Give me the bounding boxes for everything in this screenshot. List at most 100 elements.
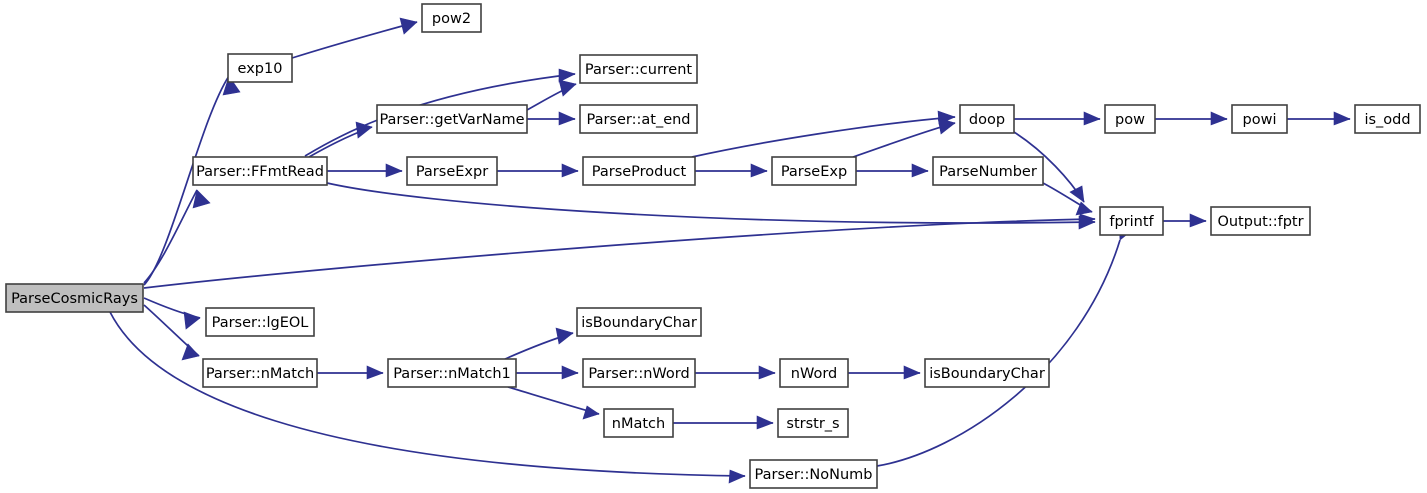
- node-powi[interactable]: powi: [1231, 104, 1288, 134]
- node-box[interactable]: [777, 408, 849, 438]
- node-box[interactable]: [779, 358, 849, 388]
- node-box[interactable]: [387, 358, 517, 388]
- arrowhead-icon: [561, 365, 579, 380]
- edge-nmatch1-to-isboundary1: [504, 327, 574, 360]
- edge-line: [876, 239, 1121, 467]
- node-box[interactable]: [202, 358, 318, 388]
- edge-getvarname-to-at_end: [527, 111, 576, 126]
- node-current[interactable]: Parser::current: [579, 54, 698, 84]
- node-isboundary1[interactable]: isBoundaryChar: [576, 307, 702, 337]
- node-lgeol[interactable]: Parser::lgEOL: [205, 307, 315, 337]
- arrowhead-icon: [558, 68, 576, 83]
- arrowhead-icon: [582, 405, 600, 420]
- node-nmatch[interactable]: nMatch: [603, 408, 674, 438]
- node-box[interactable]: [579, 54, 698, 84]
- edge-exp10-to-pow2: [291, 17, 418, 59]
- arrowhead-icon: [758, 365, 776, 380]
- arrowhead-icon: [561, 163, 579, 178]
- arrowhead-icon: [756, 415, 774, 430]
- edge-parsecosmicrays-to-lgeol: [143, 297, 201, 330]
- node-parseexp[interactable]: ParseExp: [771, 156, 857, 186]
- node-box[interactable]: [579, 104, 698, 134]
- node-ffmtread[interactable]: Parser::FFmtRead: [192, 156, 328, 186]
- node-nonumb[interactable]: Parser::NoNumb: [749, 459, 878, 489]
- arrowhead-icon: [903, 365, 921, 380]
- node-box[interactable]: [1104, 104, 1156, 134]
- edge-parsecosmicrays-to-nmatch_p: [143, 304, 200, 361]
- arrowhead-icon: [385, 163, 403, 178]
- node-box[interactable]: [603, 408, 674, 438]
- node-at_end[interactable]: Parser::at_end: [579, 104, 698, 134]
- edge-parsecosmicrays-to-ffmtread: [143, 189, 211, 284]
- node-strstr_s[interactable]: strstr_s: [777, 408, 849, 438]
- node-box[interactable]: [192, 156, 328, 186]
- node-box[interactable]: [5, 283, 144, 313]
- node-getvarname[interactable]: Parser::getVarName: [376, 104, 528, 134]
- node-nmatch1[interactable]: Parser::nMatch1: [387, 358, 517, 388]
- node-box[interactable]: [582, 358, 696, 388]
- edge-parseexpr-to-parseproduct: [497, 163, 579, 178]
- arrowhead-icon: [1333, 111, 1351, 126]
- node-box[interactable]: [959, 104, 1015, 134]
- edge-nword_p-to-nword: [695, 365, 776, 380]
- node-nmatch_p[interactable]: Parser::nMatch: [202, 358, 318, 388]
- node-box[interactable]: [924, 358, 1050, 388]
- node-pow[interactable]: pow: [1104, 104, 1156, 134]
- node-box[interactable]: [1231, 104, 1288, 134]
- node-fprintf[interactable]: fprintf: [1099, 206, 1164, 236]
- edge-getvarname-to-current: [526, 79, 577, 111]
- arrowhead-icon: [192, 189, 211, 209]
- edge-parseexp-to-doop: [852, 117, 956, 158]
- arrowhead-icon: [366, 365, 384, 380]
- edge-line: [143, 218, 1096, 289]
- arrowhead-icon: [1075, 201, 1093, 216]
- node-box[interactable]: [749, 459, 878, 489]
- node-box[interactable]: [1354, 104, 1421, 134]
- node-nword[interactable]: nWord: [779, 358, 849, 388]
- edge-powi-to-is_odd: [1287, 111, 1351, 126]
- edge-ffmtread-to-parseexpr: [327, 163, 403, 178]
- node-isboundary2[interactable]: isBoundaryChar: [924, 358, 1050, 388]
- edge-parsenumber-to-fprintf: [1042, 182, 1093, 216]
- edge-nonumb-to-fprintf: [876, 222, 1131, 467]
- edge-nword-to-isboundary2: [848, 365, 921, 380]
- arrowhead-icon: [181, 343, 200, 361]
- node-box[interactable]: [227, 53, 293, 83]
- node-outputfptr[interactable]: Output::fptr: [1210, 206, 1311, 236]
- node-box[interactable]: [376, 104, 528, 134]
- node-box[interactable]: [932, 156, 1044, 186]
- node-exp10[interactable]: exp10: [227, 53, 293, 83]
- edge-nmatch_p-to-nmatch1: [317, 365, 384, 380]
- node-box[interactable]: [582, 156, 696, 186]
- node-box[interactable]: [421, 3, 482, 33]
- node-pow2[interactable]: pow2: [421, 3, 482, 33]
- node-box[interactable]: [1210, 206, 1311, 236]
- edge-ffmtread-to-fprintf: [326, 182, 1096, 230]
- edge-nmatch1-to-nmatch: [507, 386, 600, 420]
- node-box[interactable]: [406, 156, 498, 186]
- node-parsenumber[interactable]: ParseNumber: [932, 156, 1044, 186]
- node-parseexpr[interactable]: ParseExpr: [406, 156, 498, 186]
- edge-doop-to-pow: [1014, 111, 1101, 126]
- node-nword_p[interactable]: Parser::nWord: [582, 358, 696, 388]
- node-box[interactable]: [205, 307, 315, 337]
- arrowhead-icon: [1069, 185, 1085, 203]
- edge-line: [109, 311, 746, 477]
- node-box[interactable]: [1099, 206, 1164, 236]
- edge-nmatch-to-strstr_s: [673, 415, 774, 430]
- edge-pow-to-powi: [1155, 111, 1228, 126]
- node-parseproduct[interactable]: ParseProduct: [582, 156, 696, 186]
- arrowhead-icon: [1078, 215, 1096, 230]
- arrowhead-icon: [750, 163, 768, 178]
- node-is_odd[interactable]: is_odd: [1354, 104, 1421, 134]
- node-box[interactable]: [576, 307, 702, 337]
- node-box[interactable]: [771, 156, 857, 186]
- node-doop[interactable]: doop: [959, 104, 1015, 134]
- edge-parsecosmicrays-to-nonumb: [109, 311, 746, 484]
- arrowhead-icon: [555, 327, 574, 345]
- arrowhead-icon: [1210, 111, 1228, 126]
- edges-layer: [109, 17, 1351, 484]
- node-parsecosmicrays[interactable]: ParseCosmicRays: [5, 283, 144, 313]
